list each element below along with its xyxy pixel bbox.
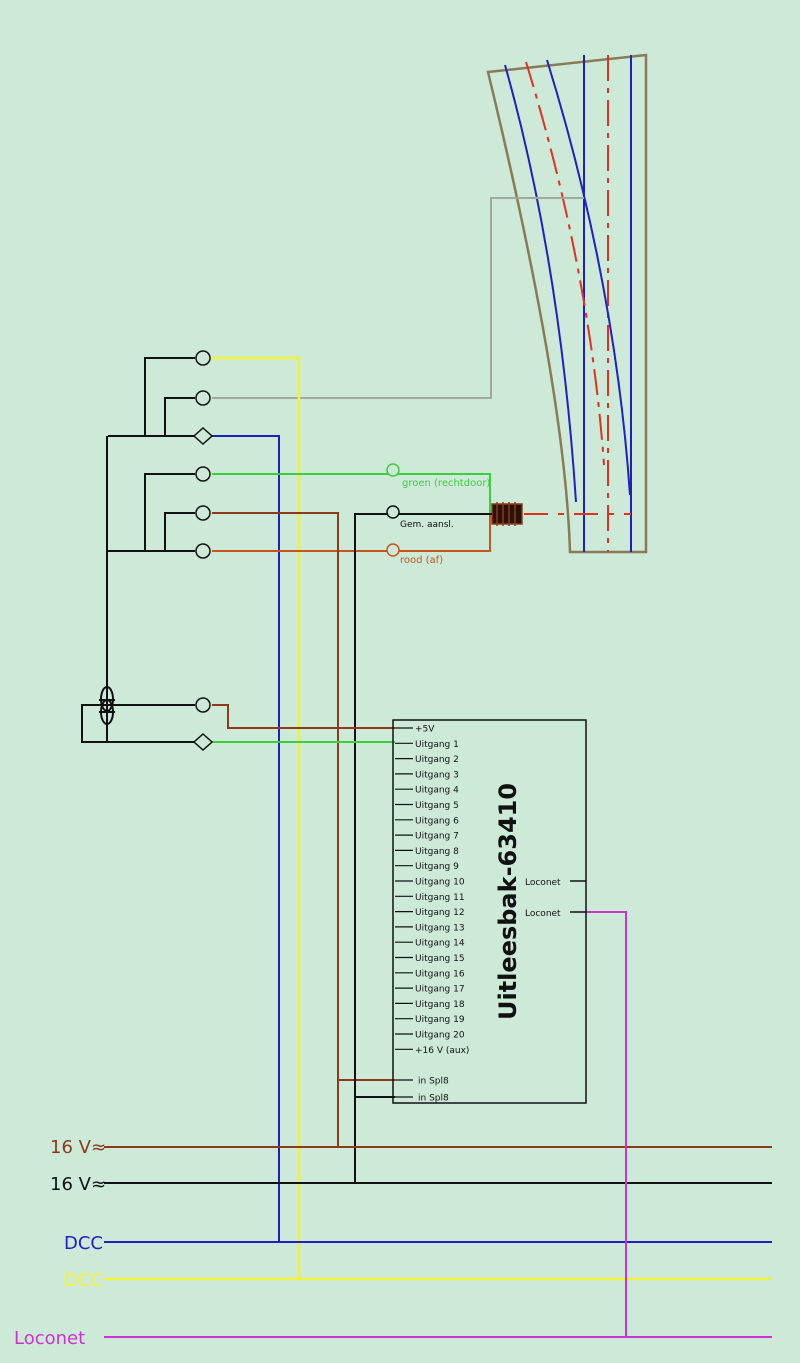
module-pin-output: Uitgang 5 [415, 801, 459, 811]
black-drive-label: Gem. aansl. [400, 520, 454, 530]
module-pin-output: Uitgang 1 [415, 740, 459, 750]
module-pin-output: Uitgang 19 [415, 1015, 465, 1025]
module-pin-output: Uitgang 9 [415, 862, 459, 872]
terminal [386, 505, 400, 519]
brown-wire-relay [212, 512, 339, 1147]
bus-label-dcc-blue: DCC [64, 1233, 103, 1254]
module-pin-output: Uitgang 13 [415, 923, 465, 933]
loconet-pin-label-2: Loconet [525, 909, 561, 919]
terminal [195, 543, 211, 559]
module-pin-output: Uitgang 12 [415, 908, 465, 918]
terminal-diamond [192, 732, 214, 752]
terminal [195, 350, 211, 366]
module-box [392, 719, 587, 1104]
gray-wire [212, 197, 584, 399]
module-pin-input: in Spl8 [418, 1077, 449, 1087]
green-wire-to-motor [395, 473, 491, 514]
terminal [195, 505, 211, 521]
module-pin-output: Uitgang 15 [415, 954, 465, 964]
green-drive-label: groen (rechtdoor) [402, 478, 490, 489]
terminals [192, 350, 400, 752]
yellow-wire [212, 356, 772, 1281]
bus-label-loconet: Loconet [14, 1328, 85, 1349]
module-title: Uitleesbak-63410 [494, 783, 522, 1020]
terminal [195, 390, 211, 406]
curved-centerline [525, 61, 605, 466]
module-pin-input: in Spl8 [418, 1094, 449, 1104]
decoder-module: Uitleesbak-63410 +5V Uitgang 1 Uitgang 2 Ui… [392, 719, 587, 1104]
track-outline [486, 53, 648, 554]
brown-coil-wire [212, 704, 395, 729]
module-pin-output: Uitgang 7 [415, 832, 459, 842]
curved-rail-outer [504, 64, 577, 503]
black-common-wire [354, 513, 395, 1183]
turnout-track-icon [486, 53, 648, 554]
module-pin-output: Uitgang 20 [415, 1031, 465, 1041]
loconet-wire-2 [586, 911, 627, 1337]
module-pin-output: Uitgang 18 [415, 1000, 465, 1010]
coil-icon [81, 686, 195, 743]
module-pin-output: Uitgang 8 [415, 847, 459, 857]
terminal [195, 697, 211, 713]
terminal [195, 466, 211, 482]
terminal [386, 543, 400, 557]
module-pin-output: Uitgang 10 [415, 878, 465, 888]
module-pin-output: Uitgang 14 [415, 939, 465, 949]
module-pin-output: Uitgang 6 [415, 816, 459, 826]
curved-rail-inner [546, 59, 631, 496]
bus-label-dcc-yellow: DCC [64, 1270, 103, 1291]
terminal [386, 463, 400, 477]
module-pin-output: Uitgang 3 [415, 770, 459, 780]
blue-wire [212, 435, 772, 1243]
module-pin-supply: +16 V (aux) [415, 1046, 469, 1056]
relay-switch-icon [106, 357, 195, 705]
module-pin-output: Uitgang 11 [415, 893, 465, 903]
loconet-pin-label-1: Loconet [525, 878, 561, 888]
module-pin-power: +5V [415, 725, 435, 735]
module-pin-output: Uitgang 16 [415, 969, 465, 979]
bus-label-16v-brown: 16 V≈ [50, 1137, 106, 1158]
module-pin-output: Uitgang 2 [415, 755, 459, 765]
module-pin-output: Uitgang 17 [415, 985, 465, 995]
module-pin-output: Uitgang 4 [415, 786, 459, 796]
module-pins: +5V Uitgang 1 Uitgang 2 Uitgang 3 Uitgang 4 U… [395, 725, 469, 1104]
orange-wire-to-motor [395, 514, 491, 552]
terminal-diamond [192, 426, 214, 446]
bus-label-16v-black: 16 V≈ [50, 1174, 106, 1195]
orange-drive-label: rood (af) [400, 555, 443, 566]
